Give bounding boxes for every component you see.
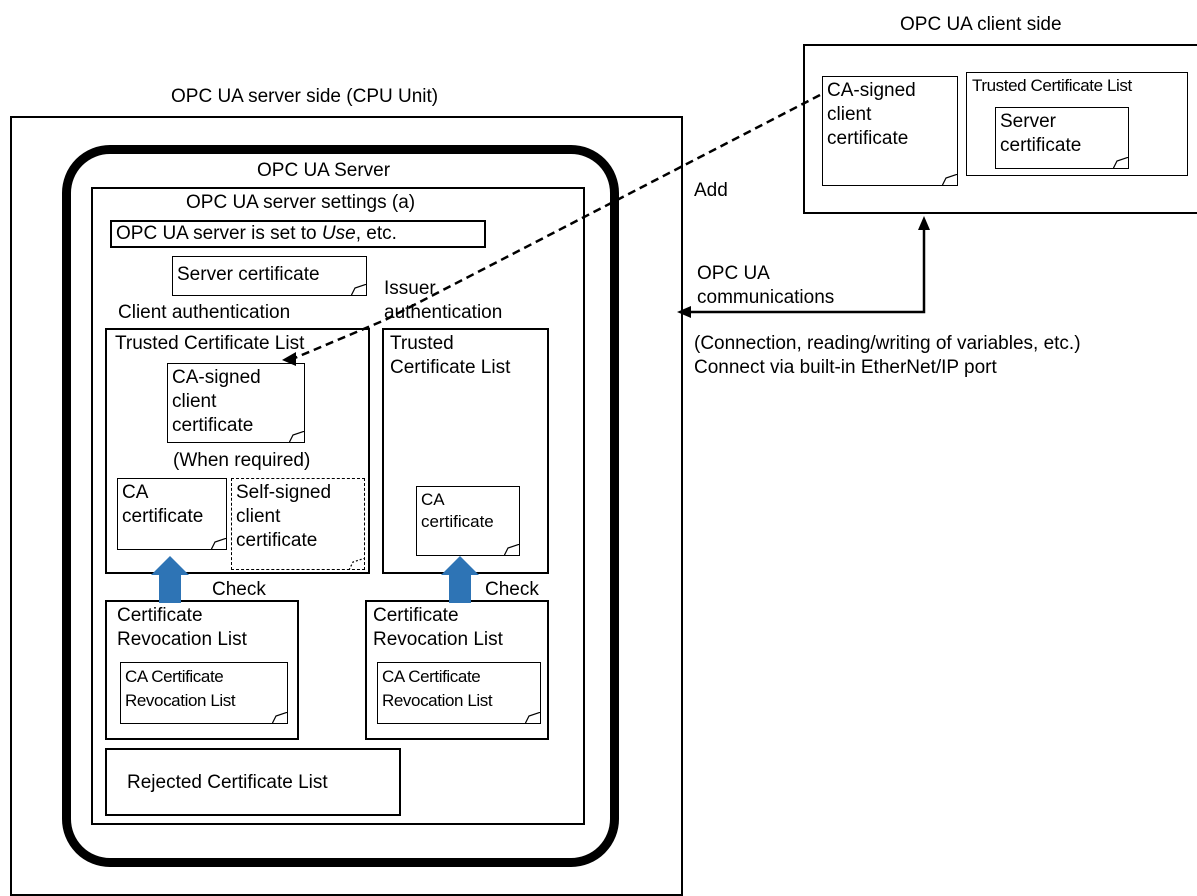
client-authentication-label: Client authentication: [118, 302, 291, 323]
settings-note-prefix: OPC UA server is set to: [116, 223, 322, 244]
opc-ua-server-title: OPC UA Server: [257, 160, 391, 181]
server-ca-signed-client-certificate-label: CA-signed client certificate: [172, 367, 261, 436]
certificate-revocation-list-right: Certificate Revocation List CA Certifica…: [365, 600, 549, 740]
self-signed-client-certificate-label: Self-signed client certificate: [236, 482, 332, 551]
client-auth-trusted-certificate-list: Trusted Certificate List CA-signed clien…: [105, 328, 370, 574]
ca-certificate-revocation-list-left-label: CA Certificate Revocation List: [125, 667, 236, 710]
page-fold-icon: [272, 712, 288, 724]
server-settings-note: OPC UA server is set to Use, etc.: [116, 223, 397, 245]
ca-certificate-revocation-list-left-doc: CA Certificate Revocation List: [120, 662, 288, 724]
server-certificate-doc: Server certificate: [172, 256, 367, 296]
client-server-certificate-label: Server certificate: [1000, 111, 1082, 156]
page-fold-icon: [211, 538, 227, 550]
when-required-label: (When required): [173, 450, 311, 471]
client-ca-signed-certificate-doc: CA-signed client certificate: [822, 76, 958, 186]
client-server-certificate-doc: Server certificate: [995, 107, 1129, 169]
self-signed-client-certificate-doc: Self-signed client certificate: [231, 478, 365, 570]
issuer-auth-trusted-certificate-list: Trusted Certificate List CA certificate: [382, 328, 549, 574]
check-label-right: Check: [485, 579, 539, 600]
client-trusted-certificate-list: Trusted Certificate List Server certific…: [966, 72, 1188, 176]
add-label: Add: [694, 180, 728, 201]
page-fold-icon: [942, 174, 958, 186]
ca-certificate-label: CA certificate: [122, 482, 204, 527]
page-fold-icon: [349, 558, 365, 570]
client-trusted-list-title: Trusted Certificate List: [972, 76, 1132, 95]
server-certificate-label: Server certificate: [177, 264, 320, 285]
page-fold-icon: [1113, 157, 1129, 169]
ca-certificate-doc: CA certificate: [117, 478, 227, 550]
issuer-auth-trusted-list-title: Trusted Certificate List: [390, 333, 511, 378]
communications-arrowhead-up-icon: [918, 216, 930, 230]
page-fold-icon: [504, 544, 520, 556]
ca-certificate-revocation-list-right-label: CA Certificate Revocation List: [382, 667, 493, 710]
revocation-list-title-right: Certificate Revocation List: [373, 605, 503, 650]
server-settings-note-box: OPC UA server is set to Use, etc.: [110, 220, 486, 248]
revocation-list-title-left: Certificate Revocation List: [117, 605, 247, 650]
server-ca-signed-client-certificate-doc: CA-signed client certificate: [167, 363, 305, 443]
rejected-certificate-list: Rejected Certificate List: [105, 748, 401, 816]
client-ca-signed-certificate-label: CA-signed client certificate: [827, 80, 916, 149]
communications-label: OPC UA communications: [697, 263, 835, 308]
settings-note-suffix: , etc.: [355, 223, 397, 244]
page-fold-icon: [525, 712, 541, 724]
page-fold-icon: [351, 284, 367, 296]
issuer-ca-certificate-doc: CA certificate: [416, 486, 520, 556]
rejected-certificate-list-label: Rejected Certificate List: [127, 772, 328, 793]
communications-details-line2: Connect via built-in EtherNet/IP port: [694, 357, 997, 378]
certificate-revocation-list-left: Certificate Revocation List CA Certifica…: [105, 600, 299, 740]
ca-certificate-revocation-list-right-doc: CA Certificate Revocation List: [377, 662, 541, 724]
client-side-title: OPC UA client side: [900, 14, 1062, 35]
client-auth-trusted-list-title: Trusted Certificate List: [115, 333, 305, 354]
check-label-left: Check: [212, 579, 266, 600]
page-fold-icon: [289, 431, 305, 443]
issuer-ca-certificate-label: CA certificate: [421, 490, 494, 531]
issuer-authentication-label: Issuer authentication: [384, 278, 503, 323]
communications-details-line1: (Connection, reading/writing of variable…: [694, 333, 1081, 354]
client-side-box: CA-signed client certificate Trusted Cer…: [803, 44, 1197, 214]
server-side-title: OPC UA server side (CPU Unit): [171, 86, 439, 107]
server-settings-title: OPC UA server settings (a): [186, 192, 416, 213]
settings-note-use: Use: [321, 223, 356, 244]
